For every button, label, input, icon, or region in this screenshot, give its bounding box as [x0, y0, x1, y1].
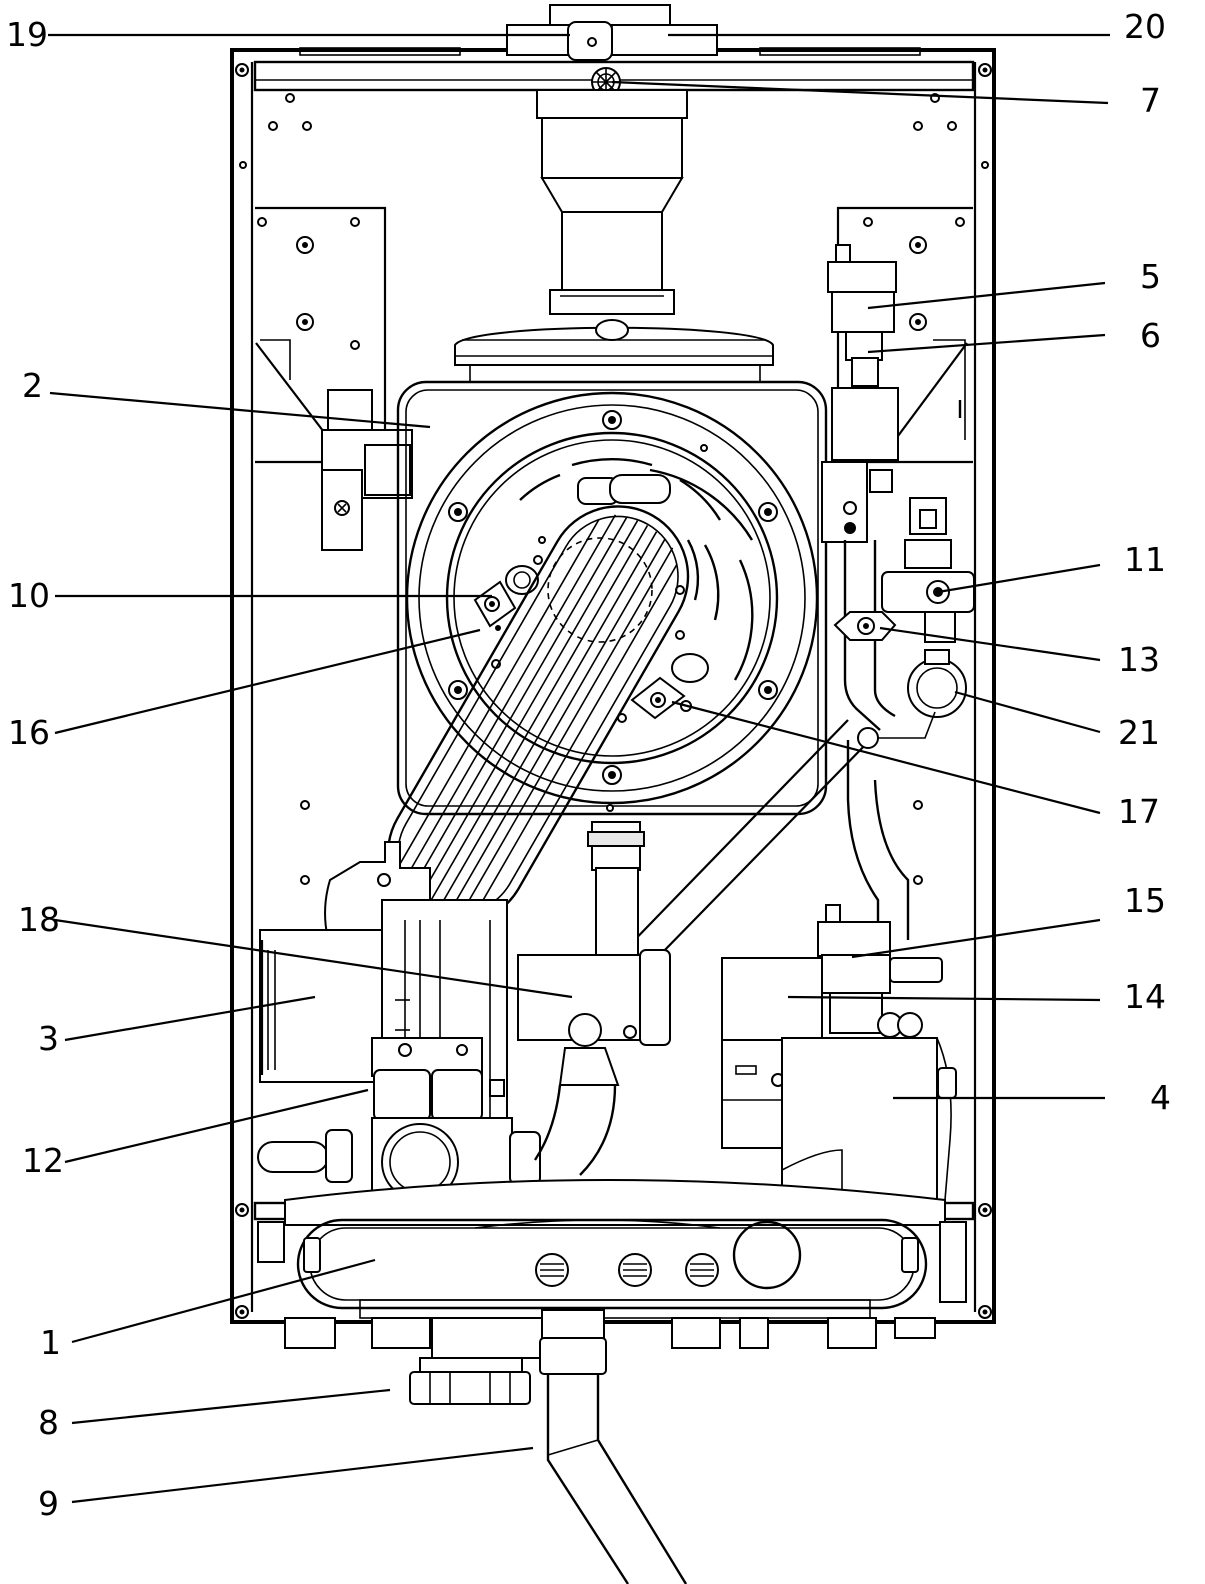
label-4: 4	[1150, 1078, 1171, 1117]
label-20: 20	[1124, 7, 1166, 46]
flue-connector-top	[299, 4, 921, 97]
right-bracket	[836, 206, 973, 464]
heat-exchanger	[396, 380, 828, 816]
label-18: 18	[18, 900, 60, 939]
label-8: 8	[38, 1403, 59, 1442]
air-gas-manifold	[517, 821, 671, 1176]
right-pipework	[619, 497, 975, 956]
label-19: 19	[6, 15, 48, 54]
label-5: 5	[1140, 257, 1161, 296]
label-17: 17	[1118, 792, 1160, 831]
left-bracket	[255, 206, 387, 464]
label-12: 12	[22, 1141, 64, 1180]
flue-adaptor	[536, 89, 688, 315]
control-knobs	[535, 1253, 719, 1287]
label-2: 2	[22, 366, 43, 405]
front-plate-bolts	[448, 410, 778, 785]
label-15: 15	[1124, 881, 1166, 920]
bottom-fittings	[257, 1221, 967, 1584]
display-button	[732, 1220, 802, 1290]
label-3: 3	[38, 1019, 59, 1058]
burner-slots	[519, 458, 754, 681]
label-16: 16	[8, 713, 50, 752]
label-13: 13	[1118, 640, 1160, 679]
label-9: 9	[38, 1484, 59, 1523]
pcb-box	[781, 1037, 957, 1205]
label-6: 6	[1140, 316, 1161, 355]
burner-tube	[386, 505, 690, 925]
label-1: 1	[40, 1323, 61, 1362]
leader-lines	[48, 33, 1110, 1504]
pressure-valve-right	[821, 244, 899, 543]
label-21: 21	[1118, 713, 1160, 752]
diverter-valve	[817, 904, 943, 1038]
control-panel	[284, 1179, 946, 1310]
label-11: 11	[1124, 540, 1166, 579]
label-7: 7	[1140, 81, 1161, 120]
callout-labels: 19 20 7 5 6 2 11 10 13 16 21 17 15 18 14…	[6, 7, 1171, 1523]
label-10: 10	[8, 576, 50, 615]
fan-assembly	[259, 841, 508, 1141]
fan-cover	[454, 319, 774, 383]
label-14: 14	[1124, 977, 1166, 1016]
